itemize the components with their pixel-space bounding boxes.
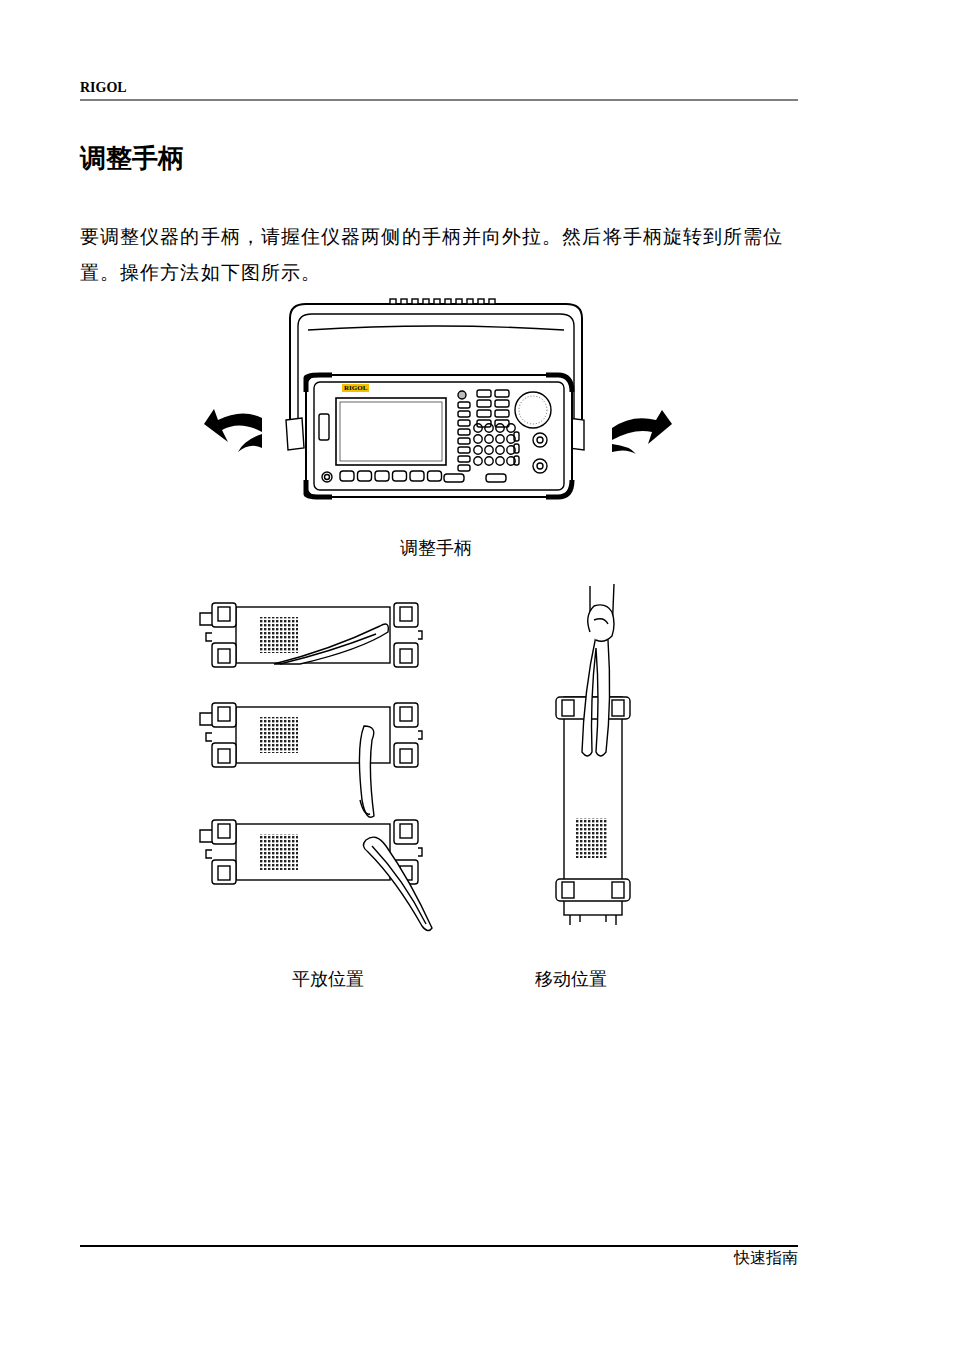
section-title: 调整手柄 xyxy=(80,143,184,174)
figure-caption: 调整手柄 xyxy=(400,538,472,560)
pull-arrows xyxy=(204,409,672,454)
handles xyxy=(274,624,432,931)
figure-caption: 平放位置 xyxy=(292,969,364,991)
header-brand: RIGOL xyxy=(80,80,127,97)
carry-position-instrument xyxy=(556,584,630,925)
front-view-instrument xyxy=(286,299,584,497)
footer-text: 快速指南 xyxy=(734,1248,798,1267)
body-paragraph: 要调整仪器的手柄，请握住仪器两侧的手柄并向外拉。然后将手柄旋转到所需位置。操作方… xyxy=(80,219,810,291)
panel-logo: RIGOL xyxy=(342,384,369,392)
side-view-instruments xyxy=(200,603,422,884)
figure-caption: 移动位置 xyxy=(535,969,607,991)
